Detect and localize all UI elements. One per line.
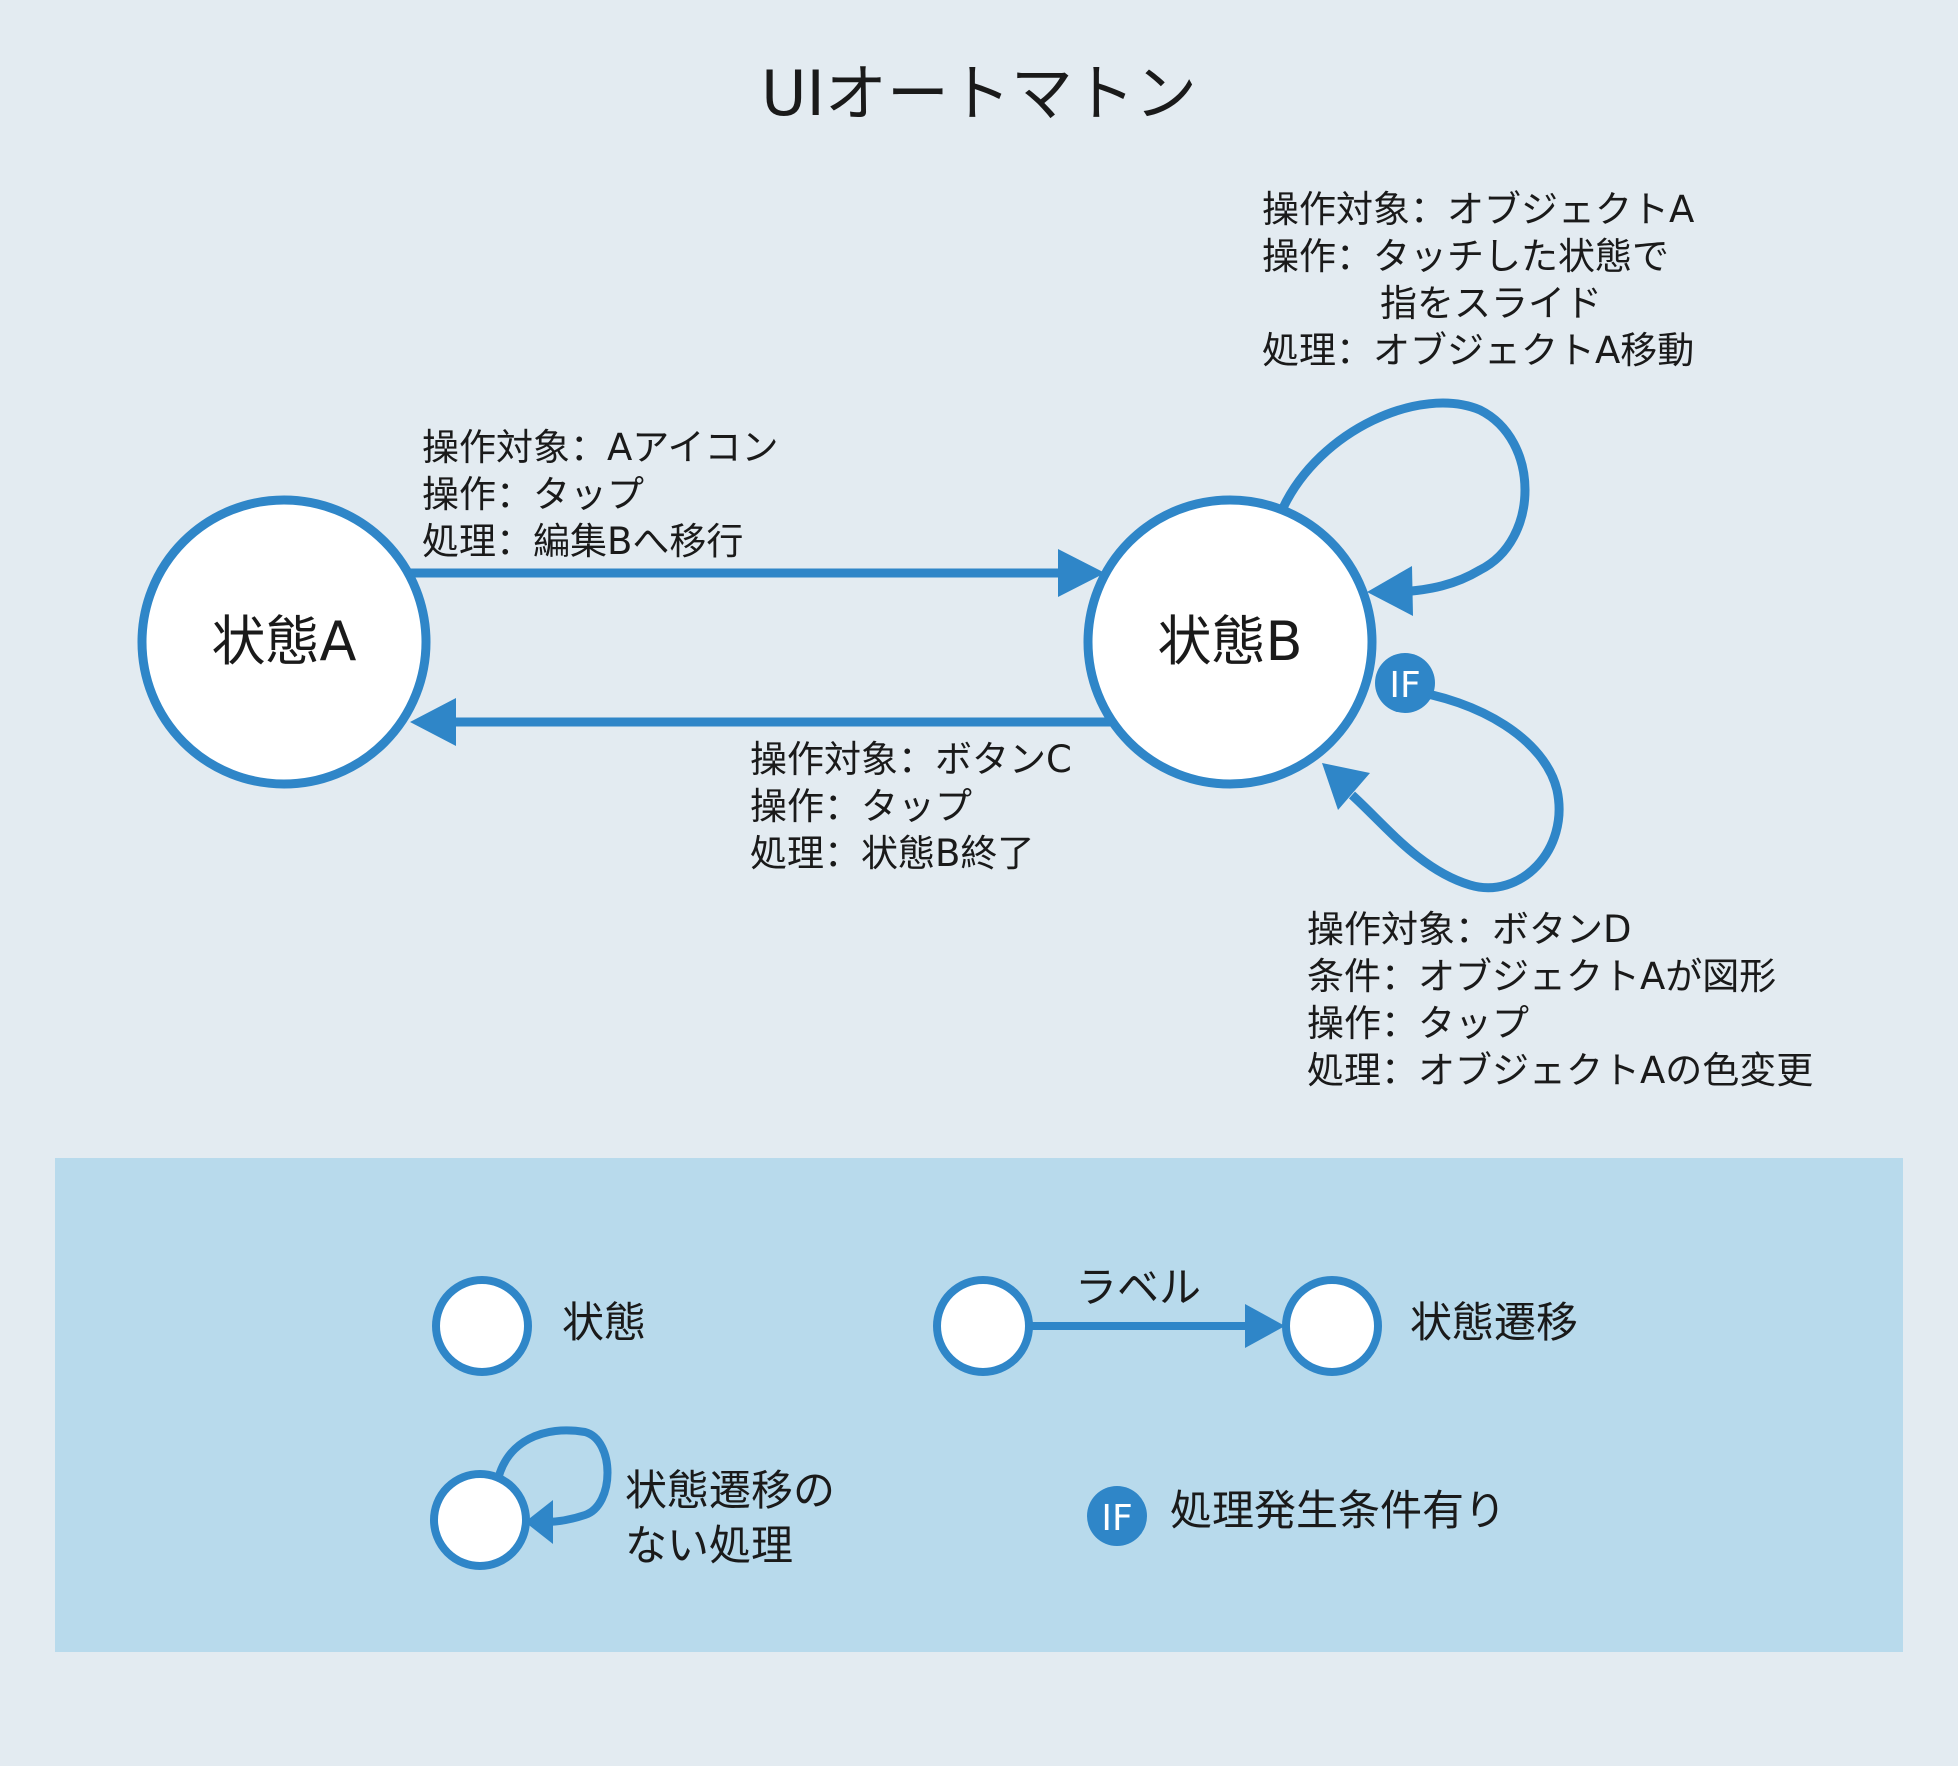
label-self-loop-if: 操作対象：ボタンD 条件：オブジェクトAが図形 操作：タップ 処理：オブジェクト…	[1307, 908, 1813, 1092]
legend-if-badge-label: IF	[1101, 1498, 1132, 1539]
label-line: 操作：タッチした状態で	[1262, 235, 1669, 278]
label-line: 操作：タップ	[422, 473, 644, 516]
page-title: UIオートマトン	[761, 57, 1197, 130]
if-badge: IF	[1375, 653, 1435, 713]
legend: 状態 ラベル 状態遷移 状態遷移の ない処理 IF 処理発生条件有り	[55, 1158, 1903, 1652]
legend-if-badge	[1087, 1486, 1147, 1546]
legend-transition-to	[1282, 1276, 1382, 1376]
legend-self-loop-circle	[430, 1470, 530, 1570]
legend-background	[55, 1158, 1903, 1652]
label-line: 処理：オブジェクトA移動	[1262, 329, 1694, 372]
legend-state-circle	[432, 1276, 532, 1376]
legend-transition-arrowhead	[1245, 1304, 1285, 1348]
arrowhead-a-to-b	[1058, 549, 1105, 597]
label-a-to-b: 操作対象：Aアイコン 操作：タップ 処理：編集Bへ移行	[422, 426, 778, 563]
legend-self-loop-line2: ない処理	[625, 1521, 793, 1570]
label-line: 処理：編集Bへ移行	[422, 520, 743, 563]
label-self-loop-top: 操作対象：オブジェクトA 操作：タッチした状態で 指をスライド 処理：オブジェク…	[1262, 188, 1694, 372]
legend-transition-label: 状態遷移	[1410, 1298, 1578, 1347]
self-loop-top	[1278, 398, 1530, 616]
legend-state-label: 状態	[562, 1298, 646, 1347]
label-line: 指をスライド	[1380, 282, 1602, 325]
if-badge-label: IF	[1389, 665, 1420, 706]
label-line: 処理：オブジェクトAの色変更	[1307, 1049, 1813, 1092]
self-loop-if	[1322, 685, 1564, 893]
label-b-to-a: 操作対象：ボタンC 操作：タップ 処理：状態B終了	[750, 738, 1072, 875]
legend-transition-label-text: ラベル	[1075, 1263, 1201, 1312]
label-line: 操作対象：Aアイコン	[422, 426, 778, 469]
label-line: 操作：タップ	[1307, 1002, 1529, 1045]
label-line: 処理：状態B終了	[750, 832, 1034, 875]
arrowhead-b-to-a	[410, 698, 456, 746]
legend-transition: ラベル 状態遷移	[933, 1263, 1578, 1376]
label-line: 操作対象：オブジェクトA	[1262, 188, 1694, 231]
transition-a-to-b	[410, 549, 1105, 597]
legend-if: IF 処理発生条件有り	[1087, 1486, 1506, 1546]
legend-self-loop: 状態遷移の ない処理	[430, 1426, 835, 1570]
legend-state: 状態	[432, 1276, 646, 1376]
label-line: 条件：オブジェクトAが図形	[1307, 955, 1776, 998]
arrowhead-self-loop-top	[1367, 566, 1413, 616]
legend-transition-from	[933, 1276, 1033, 1376]
transition-b-to-a	[410, 698, 1112, 746]
state-a[interactable]: 状態A	[137, 495, 431, 789]
legend-self-loop-arrowhead	[525, 1500, 553, 1544]
arrowhead-self-loop-if	[1322, 763, 1370, 810]
label-line: 操作：タップ	[750, 785, 972, 828]
state-b[interactable]: 状態B	[1083, 495, 1377, 789]
label-line: 操作対象：ボタンC	[750, 738, 1072, 781]
legend-self-loop-line1: 状態遷移の	[625, 1466, 835, 1515]
label-line: 操作対象：ボタンD	[1307, 908, 1632, 951]
state-a-label: 状態A	[212, 610, 357, 673]
legend-if-label: 処理発生条件有り	[1170, 1486, 1506, 1535]
state-b-label: 状態B	[1157, 610, 1302, 673]
